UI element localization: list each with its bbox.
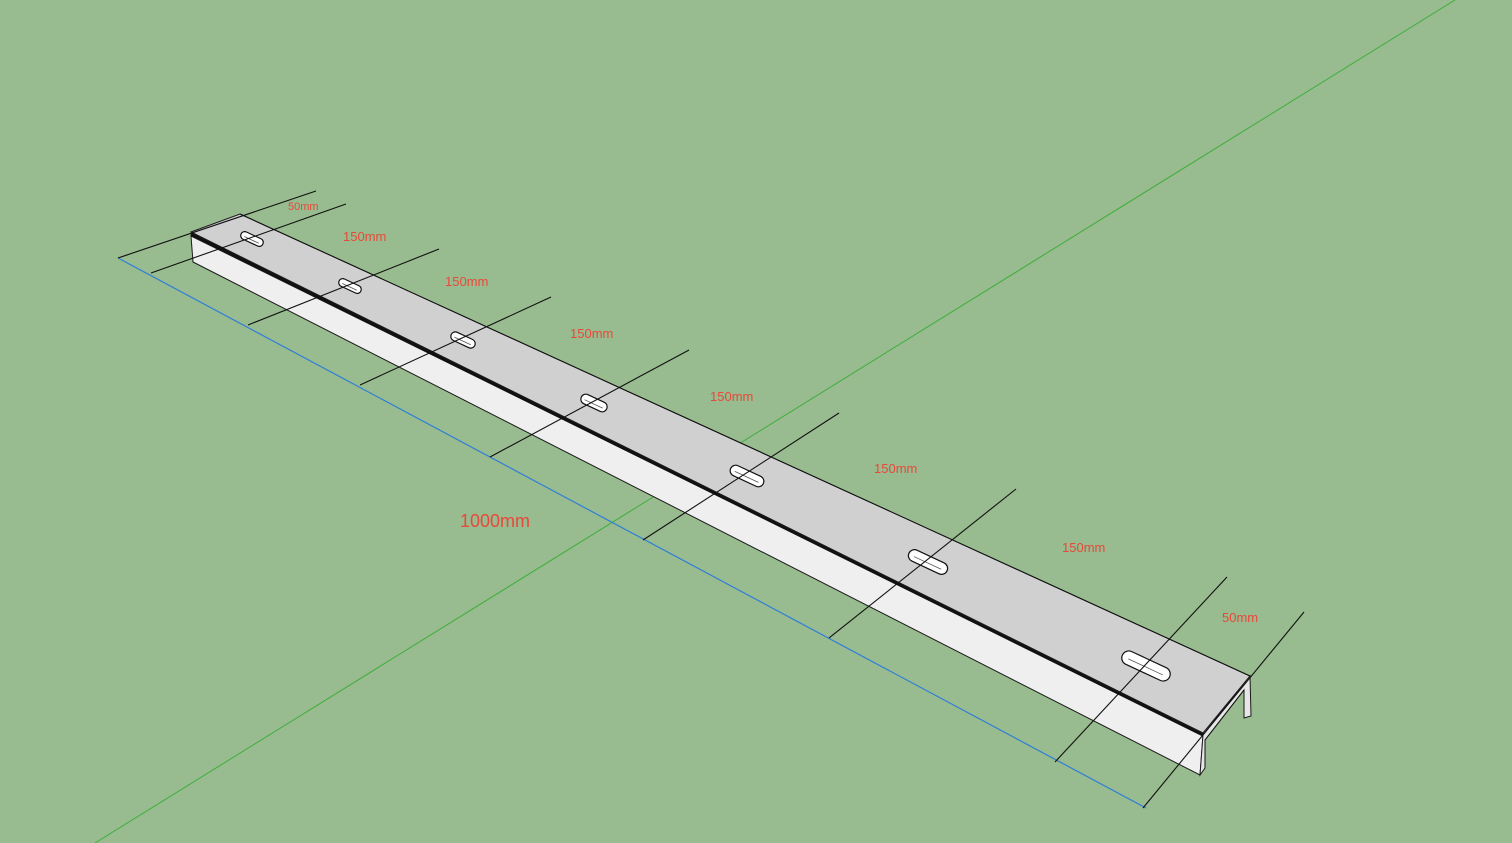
blue-axis xyxy=(117,257,1147,809)
extension-line[interactable] xyxy=(828,488,1017,639)
slot-holes xyxy=(239,230,1172,684)
segment-dimension-label[interactable]: 150mm xyxy=(570,326,613,341)
rail-back-edge xyxy=(239,213,1251,677)
extension-line[interactable] xyxy=(247,248,440,326)
extension-line[interactable] xyxy=(1142,611,1305,809)
slot-hole[interactable] xyxy=(239,230,264,247)
segment-dimension-label[interactable]: 150mm xyxy=(874,461,917,476)
segment-dimension-label[interactable]: 50mm xyxy=(1222,610,1258,625)
total-length-label[interactable]: 1000mm xyxy=(460,511,530,531)
dimension-extension-lines xyxy=(117,190,1305,809)
dimension-labels: 50mm 150mm 150mm 150mm 150mm 150mm 150mm… xyxy=(288,201,1258,625)
extension-line[interactable] xyxy=(117,190,317,259)
slot-hole[interactable] xyxy=(337,277,362,294)
extension-line[interactable] xyxy=(150,203,347,274)
rail-inner-bottom xyxy=(1204,689,1245,741)
slot-hole[interactable] xyxy=(449,330,476,349)
segment-dimension-label[interactable]: 150mm xyxy=(343,229,386,244)
segment-dimension-label[interactable]: 150mm xyxy=(1062,540,1105,555)
extension-line[interactable] xyxy=(489,349,690,458)
segment-dimension-label[interactable]: 50mm xyxy=(288,201,319,213)
extension-line[interactable] xyxy=(642,412,840,541)
slot-hole[interactable] xyxy=(1119,649,1172,684)
extension-line[interactable] xyxy=(1054,576,1228,763)
segment-dimension-label[interactable]: 150mm xyxy=(445,274,488,289)
extension-line[interactable] xyxy=(359,296,552,386)
slot-hole[interactable] xyxy=(579,393,609,414)
rail-top-edge xyxy=(190,232,1204,737)
segment-dimension-label[interactable]: 150mm xyxy=(710,389,753,404)
green-axis xyxy=(94,0,1456,843)
